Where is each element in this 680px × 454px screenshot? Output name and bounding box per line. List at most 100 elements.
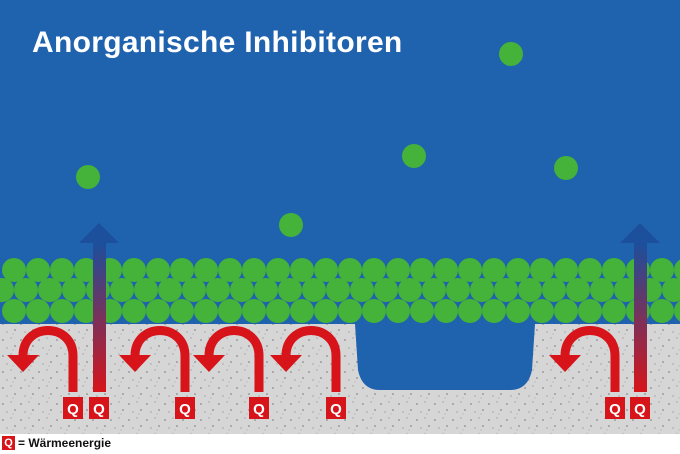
inhibitor-molecule bbox=[494, 278, 518, 302]
arrowhead-icon bbox=[119, 355, 151, 372]
inhibitor-molecule bbox=[386, 258, 410, 282]
inhibitor-particle bbox=[76, 165, 100, 189]
arrowhead-icon bbox=[7, 355, 39, 372]
inhibitor-molecule bbox=[530, 299, 554, 323]
inhibitor-molecule bbox=[194, 299, 218, 323]
inhibitor-molecule bbox=[0, 278, 14, 302]
arrowhead-icon bbox=[549, 355, 581, 372]
heat-label: Q bbox=[93, 401, 105, 418]
inhibitor-molecule bbox=[194, 258, 218, 282]
inhibitor-molecule bbox=[602, 299, 626, 323]
inhibitor-particle bbox=[499, 42, 523, 66]
inhibitor-molecule bbox=[458, 299, 482, 323]
inhibitor-molecule bbox=[170, 299, 194, 323]
inhibitor-layer bbox=[0, 258, 680, 323]
heat-label: Q bbox=[609, 401, 621, 418]
inhibitor-molecule bbox=[50, 299, 74, 323]
heat-label: Q bbox=[330, 401, 342, 418]
inhibitor-molecule bbox=[326, 278, 350, 302]
inhibitor-molecule bbox=[482, 299, 506, 323]
reflected-heat-arrows bbox=[7, 326, 620, 392]
inhibitor-molecule bbox=[254, 278, 278, 302]
heat-box bbox=[63, 397, 83, 419]
inhibitor-molecule bbox=[50, 258, 74, 282]
inhibitor-molecule bbox=[434, 258, 458, 282]
inhibitor-particle bbox=[279, 213, 303, 237]
heat-box bbox=[630, 397, 650, 419]
inhibitor-molecule bbox=[146, 299, 170, 323]
inhibitor-molecule bbox=[290, 258, 314, 282]
inhibitor-molecule bbox=[554, 258, 578, 282]
inhibitor-molecule bbox=[614, 278, 638, 302]
inhibitor-molecule bbox=[170, 258, 194, 282]
inhibitor-molecule bbox=[602, 258, 626, 282]
legend-heat-symbol: Q bbox=[2, 436, 15, 450]
inhibitor-molecule bbox=[110, 278, 134, 302]
inhibitor-molecule bbox=[542, 278, 566, 302]
inhibitor-molecule bbox=[674, 259, 680, 281]
heat-box bbox=[175, 397, 195, 419]
inhibitor-molecule bbox=[146, 258, 170, 282]
inhibitor-molecule bbox=[350, 278, 374, 302]
inhibitor-molecule bbox=[206, 278, 230, 302]
inhibitor-molecule bbox=[182, 278, 206, 302]
inhibitor-molecule bbox=[218, 299, 242, 323]
inhibitor-molecule bbox=[302, 278, 326, 302]
inhibitor-molecule bbox=[422, 278, 446, 302]
inhibitor-molecule bbox=[446, 278, 470, 302]
inhibitor-molecule bbox=[242, 299, 266, 323]
heat-box bbox=[249, 397, 269, 419]
heat-box bbox=[89, 397, 109, 419]
inhibitor-molecule bbox=[470, 278, 494, 302]
inhibitor-molecule bbox=[398, 278, 422, 302]
inhibitor-molecule bbox=[2, 258, 26, 282]
inhibitor-molecule bbox=[410, 299, 434, 323]
inhibitor-molecule bbox=[554, 299, 578, 323]
arrowhead-icon bbox=[270, 355, 302, 372]
heat-box bbox=[605, 397, 625, 419]
reflected-heat-arrow bbox=[281, 326, 341, 392]
inhibitor-molecule bbox=[14, 278, 38, 302]
free-inhibitor-particles bbox=[76, 42, 578, 237]
inhibitor-molecule bbox=[578, 299, 602, 323]
inhibitor-molecule bbox=[314, 299, 338, 323]
reflected-heat-arrow bbox=[560, 326, 620, 392]
inhibitor-molecule bbox=[122, 258, 146, 282]
inhibitor-molecule bbox=[434, 299, 458, 323]
heat-box bbox=[326, 397, 346, 419]
inhibitor-molecule bbox=[338, 299, 362, 323]
heat-label: Q bbox=[67, 401, 79, 418]
inhibitor-molecule bbox=[386, 299, 410, 323]
inhibitor-molecule bbox=[38, 278, 62, 302]
inhibitor-molecule bbox=[578, 258, 602, 282]
inhibitor-molecule bbox=[26, 299, 50, 323]
inhibitor-molecule bbox=[650, 299, 674, 323]
inhibitor-molecule bbox=[590, 278, 614, 302]
inhibitor-molecule bbox=[530, 258, 554, 282]
inhibitor-molecule bbox=[662, 278, 680, 302]
heat-label: Q bbox=[253, 401, 265, 418]
inhibitor-molecule bbox=[266, 299, 290, 323]
legend-text: = Wärmeenergie bbox=[18, 436, 112, 450]
inhibitor-molecule bbox=[506, 258, 530, 282]
inhibitor-molecule bbox=[26, 258, 50, 282]
inhibitor-molecule bbox=[290, 299, 314, 323]
reflected-heat-arrow bbox=[18, 326, 78, 392]
heat-release-arrow-left bbox=[79, 223, 119, 392]
inhibitor-molecule bbox=[242, 258, 266, 282]
legend: Q = Wärmeenergie bbox=[2, 435, 111, 451]
inhibitor-molecule bbox=[266, 258, 290, 282]
inhibitor-molecule bbox=[374, 278, 398, 302]
inhibitor-molecule bbox=[482, 258, 506, 282]
diagram-title: Anorganische Inhibitoren bbox=[32, 26, 403, 59]
inhibitor-molecule bbox=[158, 278, 182, 302]
reflected-heat-arrow bbox=[204, 326, 264, 392]
inhibitor-molecule bbox=[122, 299, 146, 323]
inhibitor-molecule bbox=[74, 299, 98, 323]
inhibitor-particle bbox=[402, 144, 426, 168]
heat-release-arrow-right bbox=[620, 223, 660, 392]
inhibitor-molecule bbox=[278, 278, 302, 302]
inhibitor-particle bbox=[554, 156, 578, 180]
